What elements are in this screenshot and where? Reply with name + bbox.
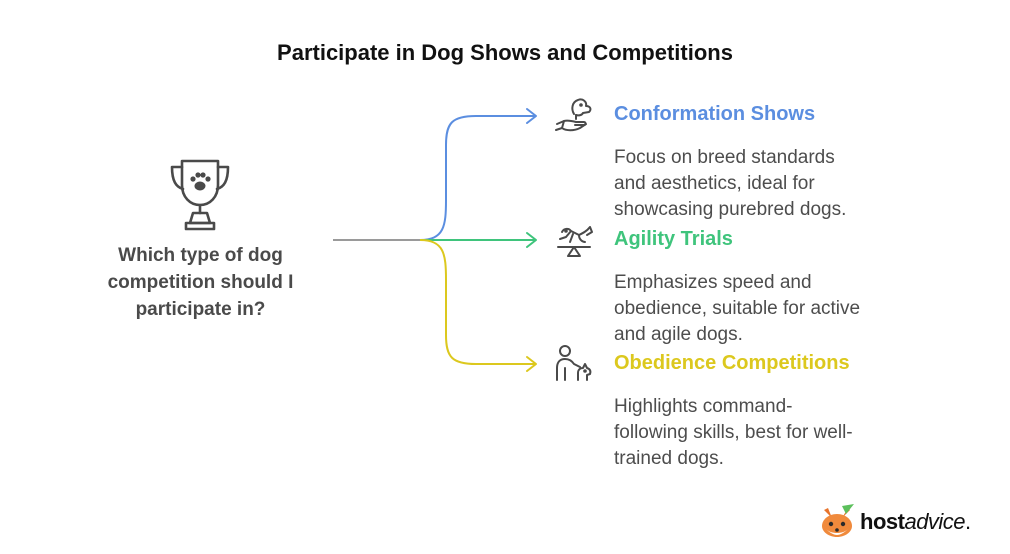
branch-connector-conformation: [419, 115, 535, 241]
description-line: Focus on breed standards: [614, 147, 835, 168]
description-line: following skills, best for well-: [614, 422, 853, 443]
question-line: competition should I: [107, 272, 294, 293]
branch-title-conformation: Conformation Shows: [614, 103, 816, 125]
branch-title-agility: Agility Trials: [614, 228, 733, 250]
trophy-icon: [170, 159, 230, 231]
dog-grooming-icon: [555, 98, 592, 132]
branch-description-conformation: Focus on breed standards and aesthetics,…: [614, 145, 924, 223]
branch-connector-obedience: [419, 239, 535, 365]
question-line: Which type of dog: [118, 245, 283, 266]
description-line: and aesthetics, ideal for: [614, 173, 815, 194]
description-line: Highlights command-: [614, 396, 793, 417]
description-line: and agile dogs.: [614, 324, 743, 345]
description-line: trained dogs.: [614, 448, 724, 469]
description-line: obedience, suitable for active: [614, 298, 861, 319]
logo-text: hostadvice.: [860, 509, 971, 535]
description-line: Emphasizes speed and: [614, 272, 812, 293]
question-line: participate in?: [135, 299, 266, 320]
branch-arrowhead-obedience: [526, 356, 537, 372]
hostadvice-logo: hostadvice.: [818, 500, 971, 544]
person-with-dog-icon: [556, 345, 592, 381]
logo-text-italic: advice: [904, 509, 966, 534]
description-line: showcasing purebred dogs.: [614, 199, 847, 220]
branch-arrowhead-conformation: [526, 108, 537, 124]
page-title: Participate in Dog Shows and Competition…: [277, 40, 733, 65]
central-question: Which type of dog competition should I p…: [88, 242, 313, 323]
dog-jumping-icon: [557, 226, 593, 257]
fox-mascot-icon: [822, 504, 854, 537]
logo-text-bold: host: [860, 509, 905, 534]
branch-title-obedience: Obedience Competitions: [614, 352, 850, 374]
branch-description-agility: Emphasizes speed and obedience, suitable…: [614, 270, 924, 348]
branch-description-obedience: Highlights command- following skills, be…: [614, 394, 924, 472]
branch-arrowhead-agility: [526, 232, 537, 248]
logo-text-dot: .: [965, 509, 971, 534]
